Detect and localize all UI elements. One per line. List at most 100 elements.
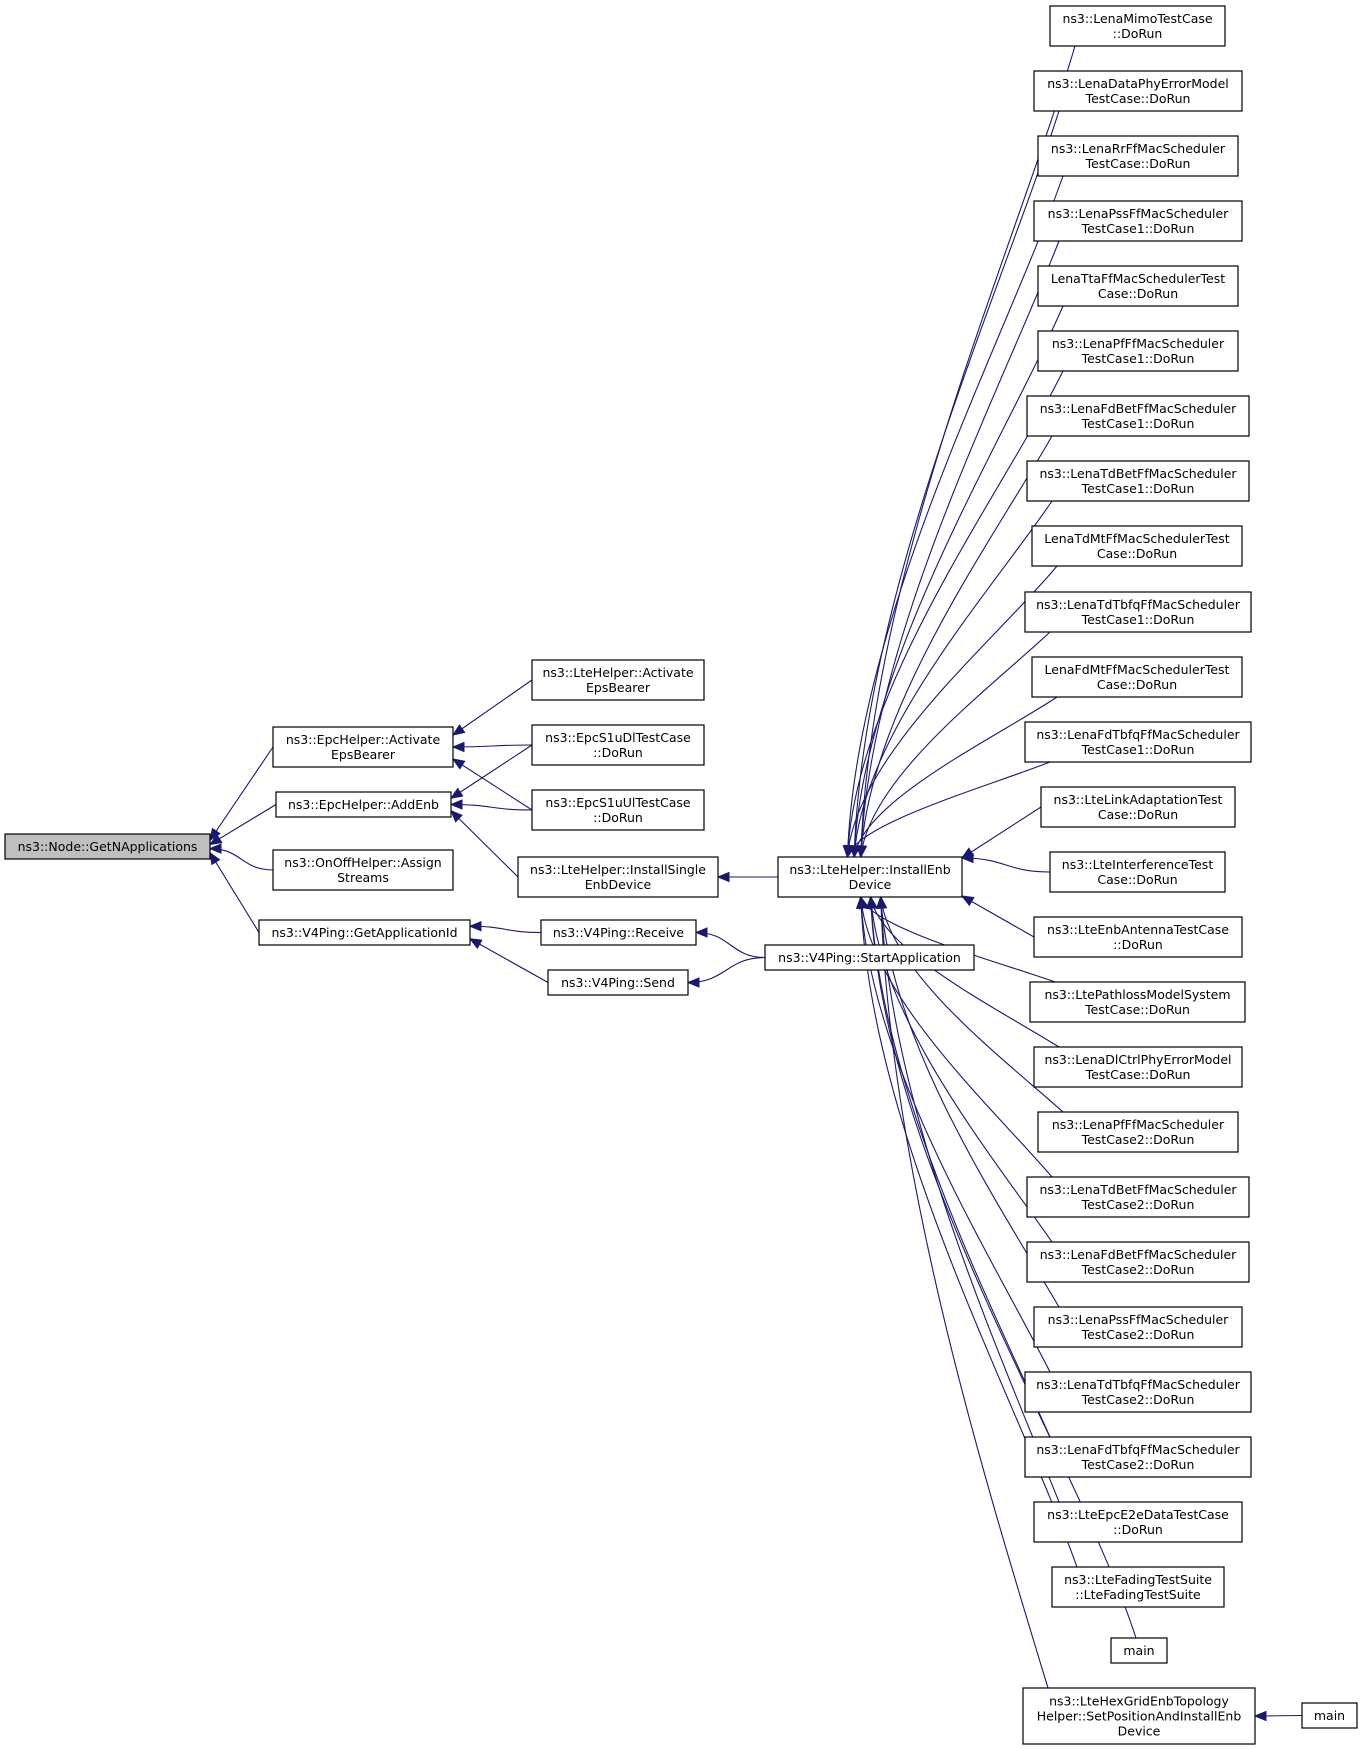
edge-epc_addenb-to-root [208, 804, 277, 846]
node-box-t_pss1 [1033, 200, 1243, 242]
node-label-t_rr-line-1: TestCase::DoRun [1085, 156, 1191, 171]
node-label-t_antenna-line-0: ns3::LteEnbAntennaTestCase [1047, 922, 1229, 937]
edge-t_fading-to-lte_enb [855, 895, 1078, 1568]
node-label-t_pf1-line-0: ns3::LenaPfFfMacScheduler [1052, 336, 1225, 351]
edge-v4_recv-to-v4_getappid [468, 921, 542, 934]
node-label-t_mimo-line-1: ::DoRun [1113, 26, 1163, 41]
node-t_tdbet1[interactable]: ns3::LenaTdBetFfMacSchedulerTestCase1::D… [1026, 460, 1250, 502]
edge-onoff-to-root [208, 843, 274, 871]
node-t_tdtbfq1[interactable]: ns3::LenaTdTbfqFfMacSchedulerTestCase1::… [1024, 591, 1252, 633]
node-label-t_fdtbfq1-line-1: TestCase1::DoRun [1081, 742, 1195, 757]
node-label-t_tdbet2-line-0: ns3::LenaTdBetFfMacScheduler [1039, 1182, 1237, 1197]
node-v4_send[interactable]: ns3::V4Ping::Send [547, 969, 689, 996]
node-box-root [4, 833, 211, 860]
node-label-lte_act-line-1: EpsBearer [586, 680, 651, 695]
edge-epcdl-to-epc_act-line [452, 744, 533, 748]
edge-t_fdbet1-to-lte_enb [856, 435, 1053, 859]
node-label-t_fdbet2-line-0: ns3::LenaFdBetFfMacScheduler [1040, 1247, 1237, 1262]
edge-t_fdmt-to-lte_enb-line [853, 696, 1058, 858]
node-t_pathloss[interactable]: ns3::LtePathlossModelSystemTestCase::DoR… [1029, 981, 1246, 1023]
node-main2[interactable]: main [1301, 1702, 1358, 1729]
edge-epcul-to-epc_act-line [452, 758, 533, 811]
node-v4_start[interactable]: ns3::V4Ping::StartApplication [764, 944, 975, 971]
edge-lte_act-to-epc_act [451, 679, 533, 736]
node-v4_getappid[interactable]: ns3::V4Ping::GetApplicationId [258, 919, 471, 946]
edge-v4_start-to-v4_send-line [687, 956, 766, 984]
node-label-hexgrid-line-2: Device [1118, 1724, 1161, 1739]
edge-t_fdbet1-to-lte_enb-line [860, 435, 1053, 858]
node-t_fdbet2[interactable]: ns3::LenaFdBetFfMacSchedulerTestCase2::D… [1026, 1241, 1250, 1283]
node-label-main1-line-0: main [1123, 1643, 1154, 1658]
edge-lte_single-to-epc_addenb-arrowhead [450, 809, 463, 823]
node-label-t_pss1-line-1: TestCase1::DoRun [1081, 221, 1195, 236]
edge-t_pss1-to-lte_enb-line [860, 240, 1060, 858]
node-label-t_pf2-line-0: ns3::LenaPfFfMacScheduler [1052, 1117, 1225, 1132]
edge-t_interf-to-lte_enb [960, 852, 1051, 873]
node-t_pf2[interactable]: ns3::LenaPfFfMacSchedulerTestCase2::DoRu… [1037, 1111, 1239, 1153]
edge-hexgrid-to-lte_enb [875, 895, 1049, 1689]
edge-t_pss1-to-lte_enb [855, 240, 1060, 859]
edge-t_pf2-to-lte_enb-line [880, 896, 1064, 1113]
node-label-t_linkadapt-line-1: Case::DoRun [1098, 807, 1178, 822]
edge-t_tdbet1-to-lte_enb-line [853, 500, 1053, 858]
node-hexgrid[interactable]: ns3::LteHexGridEnbTopologyHelper::SetPos… [1022, 1687, 1256, 1745]
node-label-onoff-line-1: Streams [337, 870, 389, 885]
edge-hexgrid-to-lte_enb-arrowhead [875, 895, 887, 909]
node-box-epcul [531, 789, 705, 831]
node-label-t_pathloss-line-1: TestCase::DoRun [1084, 1002, 1190, 1017]
node-main1[interactable]: main [1110, 1637, 1168, 1664]
node-t_mimo[interactable]: ns3::LenaMimoTestCase::DoRun [1049, 5, 1226, 47]
node-t_pf1[interactable]: ns3::LenaPfFfMacSchedulerTestCase1::DoRu… [1037, 330, 1239, 372]
node-v4_recv[interactable]: ns3::V4Ping::Receive [540, 919, 697, 946]
node-label-epc_act-line-1: EpsBearer [331, 747, 396, 762]
edge-t_tdbet2-to-lte_enb-line [860, 896, 1053, 1178]
edge-t_antenna-to-lte_enb-line [961, 895, 1035, 938]
edge-lte_act-to-epc_act-line [452, 679, 533, 736]
node-t_pss1[interactable]: ns3::LenaPssFfMacSchedulerTestCase1::DoR… [1033, 200, 1243, 242]
node-label-onoff-line-0: ns3::OnOffHelper::Assign [284, 855, 441, 870]
node-t_fdtbfq1[interactable]: ns3::LenaFdTbfqFfMacSchedulerTestCase1::… [1024, 721, 1252, 763]
node-epc_addenb[interactable]: ns3::EpcHelper::AddEnb [275, 791, 452, 818]
node-label-epcul-line-0: ns3::EpcS1uUlTestCase [545, 795, 690, 810]
node-t_tdtbfq2[interactable]: ns3::LenaTdTbfqFfMacSchedulerTestCase2::… [1024, 1371, 1252, 1413]
node-t_dlctrl[interactable]: ns3::LenaDlCtrlPhyErrorModelTestCase::Do… [1033, 1046, 1243, 1088]
node-label-v4_start-line-0: ns3::V4Ping::StartApplication [778, 950, 961, 965]
node-label-t_rr-line-0: ns3::LenaRrFfMacScheduler [1051, 141, 1226, 156]
node-t_tdbet2[interactable]: ns3::LenaTdBetFfMacSchedulerTestCase2::D… [1026, 1176, 1250, 1218]
node-epcdl[interactable]: ns3::EpcS1uDlTestCase::DoRun [531, 724, 705, 766]
node-box-t_fading [1051, 1566, 1225, 1608]
edge-lte_enb-to-lte_single [716, 871, 779, 883]
edge-epcul-to-epc_act [451, 758, 533, 811]
node-label-t_pf1-line-1: TestCase1::DoRun [1081, 351, 1195, 366]
node-t_pss2[interactable]: ns3::LenaPssFfMacSchedulerTestCase2::DoR… [1033, 1306, 1243, 1348]
node-t_e2e[interactable]: ns3::LteEpcE2eDataTestCase::DoRun [1033, 1501, 1243, 1543]
node-root[interactable]: ns3::Node::GetNApplications [4, 833, 211, 860]
node-label-t_fdmt-line-1: Case::DoRun [1097, 677, 1177, 692]
node-t_antenna[interactable]: ns3::LteEnbAntennaTestCase::DoRun [1033, 916, 1243, 958]
node-t_fading[interactable]: ns3::LteFadingTestSuite::LteFadingTestSu… [1051, 1566, 1225, 1608]
node-label-root-line-0: ns3::Node::GetNApplications [18, 839, 198, 854]
edge-lte_single-to-epc_addenb-line [450, 810, 519, 878]
node-epcul[interactable]: ns3::EpcS1uUlTestCase::DoRun [531, 789, 705, 831]
edge-t_fdtbfq1-to-lte_enb [845, 761, 1051, 859]
node-t_fdtbfq2[interactable]: ns3::LenaFdTbfqFfMacSchedulerTestCase2::… [1024, 1436, 1252, 1478]
node-label-t_tta-line-1: Case::DoRun [1098, 286, 1178, 301]
edge-v4_start-to-v4_recv-arrowhead [694, 927, 708, 938]
node-box-t_pathloss [1029, 981, 1246, 1023]
node-label-t_fdbet1-line-1: TestCase1::DoRun [1081, 416, 1195, 431]
node-box-main2 [1301, 1702, 1358, 1729]
node-t_fdbet1[interactable]: ns3::LenaFdBetFfMacSchedulerTestCase1::D… [1026, 395, 1250, 437]
node-t_dataphy[interactable]: ns3::LenaDataPhyErrorModelTestCase::DoRu… [1033, 70, 1243, 112]
node-label-v4_send-line-0: ns3::V4Ping::Send [561, 975, 675, 990]
